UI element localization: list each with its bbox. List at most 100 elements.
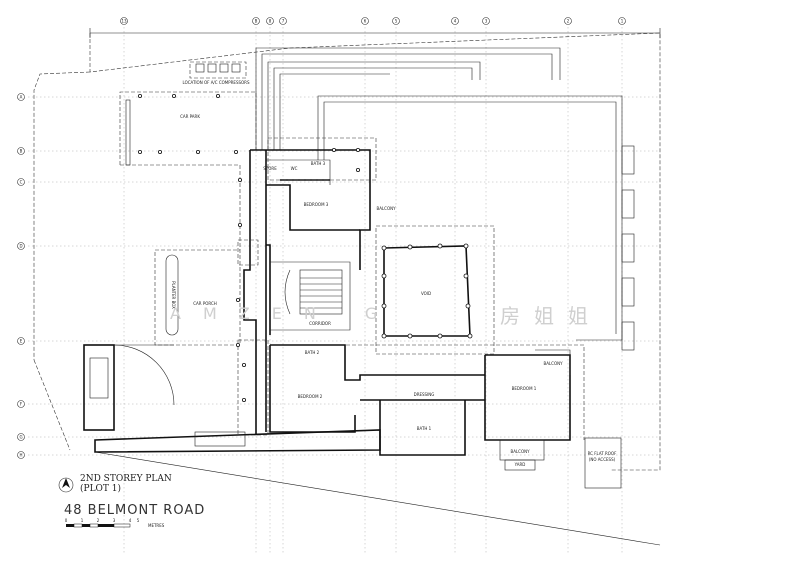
column-dot: [233, 149, 238, 154]
column-dot: [137, 94, 142, 99]
watermark-latin: AMZEN G: [170, 304, 400, 323]
column-dot: [237, 177, 242, 182]
car-park-area: CAR PARK: [119, 91, 257, 250]
grid-bubble-row: [17, 178, 25, 186]
grid-bubble-row: [17, 147, 25, 155]
scale-tick: 3: [113, 518, 116, 523]
bath-1-label: BATH 1: [417, 426, 432, 431]
scale-tick: 5: [137, 518, 140, 523]
dressing-label: DRESSING: [414, 392, 435, 397]
corridor-label: CORRIDOR: [309, 321, 331, 326]
grid-bubble-row: [17, 242, 25, 250]
grid-label-col: 3: [485, 19, 488, 24]
grid-label-col: 1: [621, 19, 624, 24]
grid-bubble-row: [17, 400, 25, 408]
grid-bubble-col: [266, 17, 274, 25]
grid-label-row: H: [19, 453, 22, 458]
column-dot: [241, 362, 246, 367]
scale-tick: 2: [97, 518, 100, 523]
wc-label: WC: [291, 166, 298, 171]
column-dot: [195, 149, 200, 154]
project-name: 48 BELMONT ROAD: [64, 503, 206, 518]
plan-title-line1: 2ND STOREY PLAN: [80, 474, 172, 484]
store-label: STORE: [263, 166, 277, 171]
room-labels: BEDROOM 3 BALCONY STORE WC BATH 3 BATH 2…: [263, 161, 617, 467]
flat-roof-label: RC FLAT ROOF: [588, 451, 617, 456]
column-dot: [157, 149, 162, 154]
grid-bubble-row: [17, 451, 25, 459]
flat-roof-box: [584, 437, 622, 489]
yard-label: YARD: [514, 462, 526, 467]
grid-label-row: A: [20, 95, 23, 100]
bath-2-label: BATH 2: [305, 350, 320, 355]
balcony-3-label: BALCONY: [510, 449, 530, 454]
car-porch-area: PLANTER BOX CAR PORCH: [154, 249, 241, 346]
grid-label-col: 7: [282, 19, 285, 24]
grid-bubble-col: [451, 17, 459, 25]
balcony-2-label: BALCONY: [543, 361, 563, 366]
grid-bubble-col: [482, 17, 490, 25]
grid-label-row: F: [20, 402, 23, 407]
grid-bubble-col: [392, 17, 400, 25]
entrance-block: [83, 344, 381, 453]
column-dot: [137, 149, 142, 154]
row-grid: A B C D E F G H: [17, 93, 660, 459]
planter-box-label: PLANTER BOX: [171, 281, 176, 309]
void-structure: VOID: [381, 243, 473, 339]
bath-3-label: BATH 3: [311, 161, 326, 166]
grid-label-row: D: [19, 244, 22, 249]
north-arrow-icon: [58, 477, 74, 493]
grid-label-col: 6: [364, 19, 367, 24]
grid-bubble-col: [120, 17, 128, 25]
grid-bubble-row: [17, 433, 25, 441]
scale-label: METRES: [148, 523, 165, 528]
balcony-1-label: BALCONY: [376, 206, 396, 211]
column-dot: [171, 94, 176, 99]
flat-roof-note: (NO ACCESS): [589, 457, 616, 462]
grid-bubble-col: [361, 17, 369, 25]
grid-label-col: B: [255, 19, 258, 24]
column-dot: [331, 147, 336, 152]
car-park-label: CAR PARK: [180, 114, 200, 119]
column-dot: [355, 167, 360, 172]
column-dot: [355, 147, 360, 152]
column-dot: [235, 342, 240, 347]
scale-tick: 4: [129, 518, 132, 523]
lower-balconies: [499, 439, 545, 471]
scale-tick: 0: [65, 518, 68, 523]
column-dot: [237, 222, 242, 227]
grid-bubble-row: [17, 337, 25, 345]
ac-label: LOCATION OF A/C COMPRESSORS: [182, 80, 249, 85]
column-dot: [241, 397, 246, 402]
grid-label-row: G: [19, 435, 22, 440]
bedroom-3-label: BEDROOM 3: [304, 202, 329, 207]
bedroom-1-label: BEDROOM 1: [512, 386, 537, 391]
column-dot: [215, 94, 220, 99]
grid-label-row: B: [20, 149, 23, 154]
grid-bubble-col: [564, 17, 572, 25]
site-boundary: [33, 32, 661, 546]
right-bays: [621, 145, 635, 351]
grid-bubble-col: [252, 17, 260, 25]
watermark-cjk: 房姐姐: [500, 304, 602, 328]
grid-bubble-row: [17, 93, 25, 101]
grid-label-col: 2: [567, 19, 570, 24]
grid-label-row: E: [20, 339, 23, 344]
ac-compressor-zone: LOCATION OF A/C COMPRESSORS: [182, 61, 250, 85]
grid-bubble-col: [279, 17, 287, 25]
grid-bubble-col: [618, 17, 626, 25]
plan-title-line2: (PLOT 1): [80, 484, 122, 494]
grid-label-col: 8: [269, 19, 272, 24]
plan-title: 2ND STOREY PLAN (PLOT 1): [80, 474, 172, 494]
grid-label-row: C: [20, 180, 23, 185]
scale-tick: 1: [81, 518, 84, 523]
grid-label-col: 5: [395, 19, 398, 24]
roof-projections: [237, 137, 585, 440]
void-label: VOID: [421, 291, 431, 296]
grid-label-col: 13: [121, 19, 127, 24]
bedroom-2-label: BEDROOM 2: [298, 394, 323, 399]
staircase: CORRIDOR: [284, 269, 343, 326]
